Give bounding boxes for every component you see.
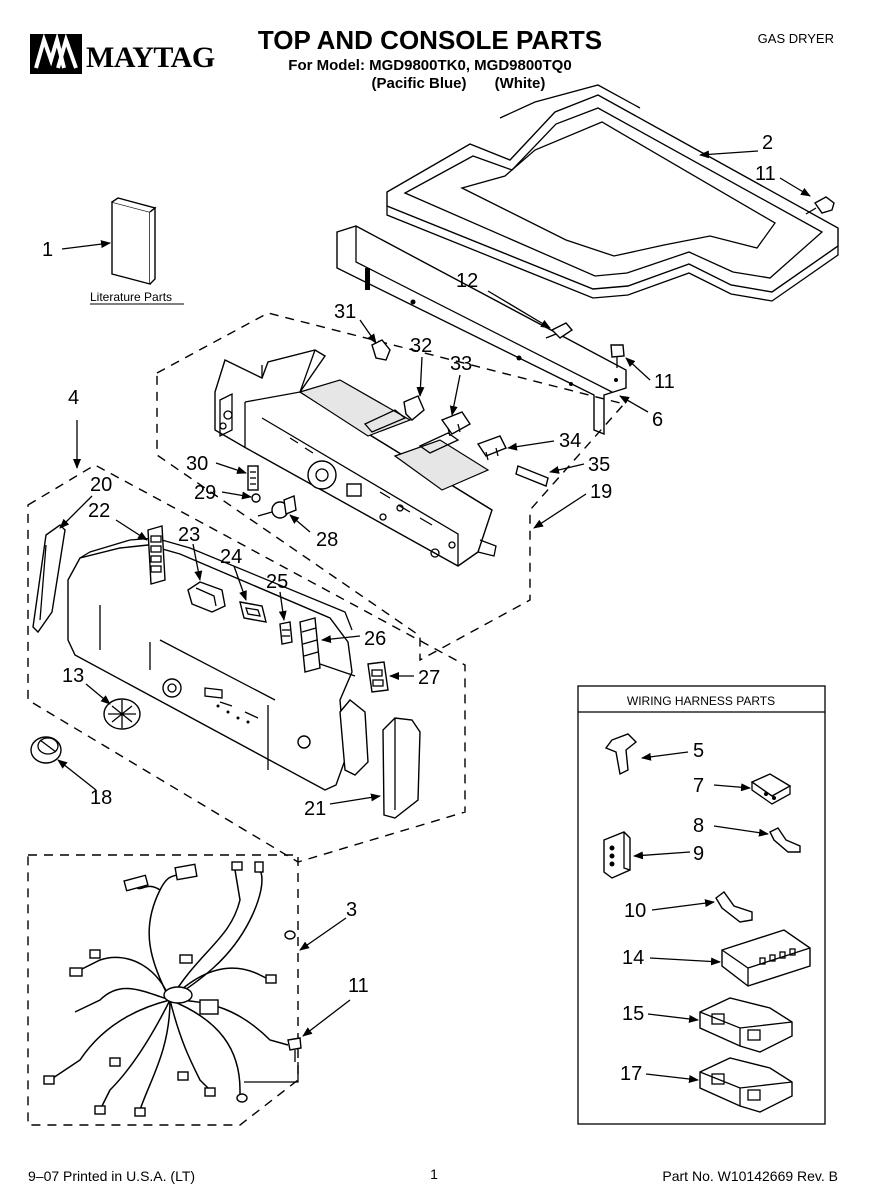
- callout-12: 12: [456, 270, 478, 292]
- callout-24: 24: [220, 546, 242, 568]
- callout-33: 33: [450, 353, 472, 375]
- screw-11-top: [805, 196, 835, 215]
- footer-printed: 9–07 Printed in U.S.A. (LT): [28, 1168, 195, 1184]
- screw-11-bracket: [610, 344, 625, 368]
- callout-1: 1: [42, 239, 53, 261]
- color-pacific-blue: (Pacific Blue): [371, 75, 466, 92]
- console-outline: [27, 464, 466, 863]
- callout-27: 27: [418, 667, 440, 689]
- part-8-terminal: [769, 827, 801, 853]
- part-20-end-cap-left: [32, 524, 66, 634]
- callout-26: 26: [364, 628, 386, 650]
- part-25-switch: [279, 621, 293, 645]
- footer-part-number: Part No. W10142669 Rev. B: [662, 1168, 838, 1184]
- callout-5: 5: [693, 740, 704, 762]
- part-34-connector: [476, 435, 507, 461]
- callout-9: 9: [693, 843, 704, 865]
- wiring-harness-parts-box: WIRING HARNESS PARTS: [577, 685, 826, 1125]
- wiring-harness: [43, 861, 296, 1117]
- callout-18: 18: [90, 787, 112, 809]
- callout-4: 4: [68, 387, 79, 409]
- callout-29: 29: [194, 482, 216, 504]
- part-24-lens: [239, 601, 267, 623]
- callout-31: 31: [334, 301, 356, 323]
- part-14-connector-housing: [721, 929, 811, 987]
- part-13-knob-base: [103, 698, 141, 730]
- control-board-assembly: [214, 349, 497, 567]
- callout-17: 17: [620, 1063, 642, 1085]
- callout-35: 35: [588, 454, 610, 476]
- control-board-outline: [156, 312, 626, 662]
- part-22-buttons: [147, 525, 166, 585]
- page-title: TOP AND CONSOLE PARTS: [258, 25, 602, 55]
- part-5-clip: [604, 733, 638, 776]
- callout-numbers: 1 2 11 12 31 32 33 11 6 34 35 19 30 29 2…: [42, 132, 776, 1085]
- console-rear-bracket: [336, 225, 627, 436]
- callout-28: 28: [316, 529, 338, 551]
- callout-6: 6: [652, 409, 663, 431]
- callout-14: 14: [622, 947, 644, 969]
- part-27-switch: [367, 661, 389, 693]
- part-9-connector: [603, 831, 631, 879]
- callout-leaders: [57, 150, 811, 1083]
- callout-34: 34: [559, 430, 581, 452]
- model-line: For Model: MGD9800TK0, MGD9800TQ0: [288, 57, 571, 74]
- literature-label: Literature Parts: [90, 290, 172, 304]
- part-33-connector: [440, 411, 472, 437]
- color-white: (White): [495, 75, 546, 92]
- callout-15: 15: [622, 1003, 644, 1025]
- part-28-encoder: [257, 495, 297, 519]
- callout-13: 13: [62, 665, 84, 687]
- product-type: GAS DRYER: [758, 31, 834, 46]
- callout-2: 2: [762, 132, 773, 154]
- callout-20: 20: [90, 474, 112, 496]
- dryer-top: [386, 84, 839, 302]
- part-29-lens: [251, 493, 261, 503]
- part-31-switch: [371, 339, 391, 361]
- part-30-button-strip: [247, 465, 259, 491]
- callout-11-harness: 11: [348, 975, 369, 997]
- callout-11-top: 11: [755, 163, 776, 185]
- part-17-connector-housing: [699, 1057, 793, 1113]
- callout-30: 30: [186, 453, 208, 475]
- maytag-logo: MAYTAG: [30, 32, 215, 74]
- footer-page-number: 1: [430, 1166, 438, 1182]
- part-21-end-cap-right: [339, 699, 421, 819]
- callout-25: 25: [266, 571, 288, 593]
- part-15-connector-housing: [699, 997, 793, 1053]
- callout-21: 21: [304, 798, 326, 820]
- callout-10: 10: [624, 900, 646, 922]
- literature-parts: Literature Parts: [90, 197, 184, 305]
- screw-12: [545, 322, 574, 339]
- screw-11-harness: [244, 1037, 302, 1083]
- part-10-terminal: [715, 891, 753, 923]
- brand-name: MAYTAG: [86, 41, 215, 74]
- harness-outline: [27, 854, 299, 1126]
- callout-8: 8: [693, 815, 704, 837]
- callout-32: 32: [410, 335, 432, 357]
- callout-11-bracket: 11: [654, 371, 675, 393]
- wiring-box-title: WIRING HARNESS PARTS: [627, 694, 775, 708]
- callout-19: 19: [590, 481, 612, 503]
- part-18-knob: [30, 736, 62, 764]
- callout-7: 7: [693, 775, 704, 797]
- part-23-bracket: [187, 581, 226, 613]
- part-7-connector: [750, 773, 792, 805]
- part-26-switch-bank: [299, 617, 356, 677]
- part-35-connector: [515, 465, 549, 487]
- callout-3: 3: [346, 899, 357, 921]
- callout-23: 23: [178, 524, 200, 546]
- part-32-clip: [403, 395, 425, 421]
- console-panel: [67, 537, 353, 791]
- callout-22: 22: [88, 500, 110, 522]
